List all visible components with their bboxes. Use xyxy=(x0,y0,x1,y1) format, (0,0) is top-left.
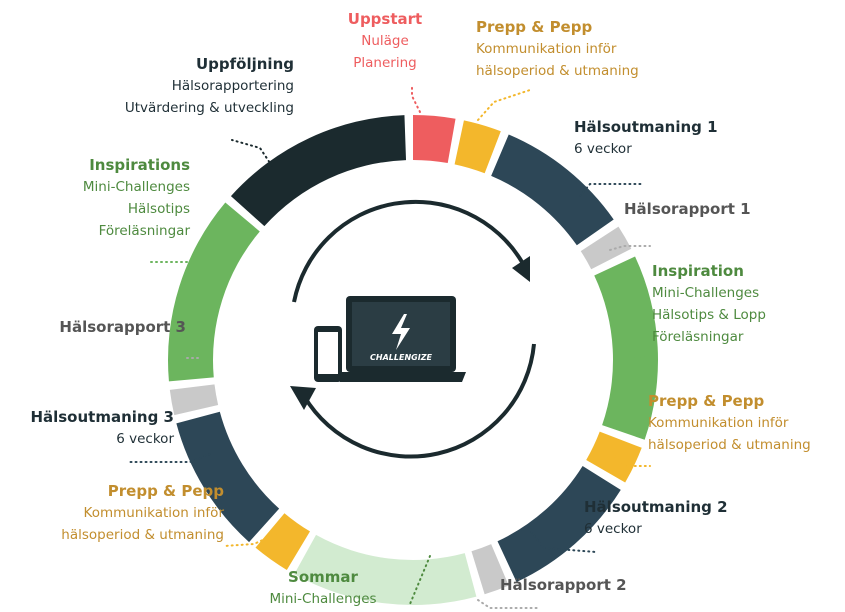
prepp1-line: hälsoperiod & utmaning xyxy=(476,63,639,79)
connector-uppfoljning xyxy=(231,139,273,167)
label-uppfoljning: Uppföljning Hälsorapportering Utvärderin… xyxy=(84,53,294,119)
segment-halsorapport1 xyxy=(580,226,632,270)
halsoutmaning3-line: 6 veckor xyxy=(116,431,174,447)
inspiration-line: Föreläsningar xyxy=(652,329,744,345)
label-halsorapport-2: Hälsorapport 2 xyxy=(500,574,627,596)
connector-lines xyxy=(129,85,651,609)
uppstart-line: Planering xyxy=(353,55,417,71)
lightning-icon xyxy=(392,314,410,350)
uppstart-title: Uppstart xyxy=(347,10,423,28)
segment-prepp3 xyxy=(255,513,310,571)
inspiration-title: Inspiration xyxy=(652,262,744,280)
connector-inspiration xyxy=(626,351,651,359)
segment-halsorapport2 xyxy=(471,544,509,595)
prepp1-line: Kommunikation inför xyxy=(476,41,617,57)
arrow-bottom-icon xyxy=(302,343,536,459)
prepp3-title: Prepp & Pepp xyxy=(107,482,224,500)
halsorapport2-title: Hälsorapport 2 xyxy=(500,576,627,594)
inspiration-line: Mini-Challenges xyxy=(652,285,760,301)
label-halsoutmaning-1: Hälsoutmaning 1 6 veckor xyxy=(574,116,718,160)
halsoutmaning2-title: Hälsoutmaning 2 xyxy=(584,498,728,516)
segment-halsoutmaning1 xyxy=(491,134,614,246)
connector-uppstart xyxy=(411,85,421,113)
devices-icon: CHALLENGIZE xyxy=(314,296,466,382)
prepp1-title: Prepp & Pepp xyxy=(476,18,593,36)
segment-inspirations xyxy=(168,202,260,382)
prepp2-title: Prepp & Pepp xyxy=(648,392,765,410)
label-sommar: Sommar Mini-Challenges xyxy=(248,566,398,610)
label-halsoutmaning-3: Hälsoutmaning 3 6 veckor xyxy=(4,406,174,450)
arrow-bottom-head-icon xyxy=(290,386,316,410)
arrow-top-head-icon xyxy=(512,256,530,282)
label-uppstart: Uppstart Nuläge Planering xyxy=(330,8,440,74)
connector-halsorapport1 xyxy=(609,245,651,251)
label-prepp-1: Prepp & Pepp Kommunikation inför hälsope… xyxy=(476,16,639,82)
prepp2-line: Kommunikation inför xyxy=(648,415,789,431)
label-prepp-2: Prepp & Pepp Kommunikation inför hälsope… xyxy=(648,390,811,456)
connector-prepp1 xyxy=(477,89,531,121)
segment-uppstart xyxy=(413,115,456,164)
laptop-base xyxy=(336,372,466,382)
connector-sommar xyxy=(409,555,431,605)
uppfoljning-line: Hälsorapportering xyxy=(171,78,294,94)
halsoutmaning2-line: 6 veckor xyxy=(584,521,642,537)
inspirations-line: Mini-Challenges xyxy=(82,179,190,195)
connector-prepp3 xyxy=(223,531,281,547)
label-inspiration: Inspiration Mini-Challenges Hälsotips & … xyxy=(652,260,766,348)
segment-uppfoljning xyxy=(230,115,407,227)
halsorapport1-title: Hälsorapport 1 xyxy=(624,200,751,218)
connector-halsorapport2 xyxy=(477,599,541,609)
inspirations-title: Inspirations xyxy=(89,156,190,174)
prepp3-line: Kommunikation inför xyxy=(83,505,224,521)
halsoutmaning1-title: Hälsoutmaning 1 xyxy=(574,118,718,136)
sommar-title: Sommar xyxy=(288,568,358,586)
connector-halsoutmaning1 xyxy=(579,183,645,197)
inspirations-line: Föreläsningar xyxy=(98,223,190,239)
label-halsoutmaning-2: Hälsoutmaning 2 6 veckor xyxy=(584,496,728,540)
segment-halsoutmaning3 xyxy=(176,411,280,543)
sommar-line: Mini-Challenges xyxy=(269,591,377,607)
halsorapport3-title: Hälsorapport 3 xyxy=(59,318,186,336)
connector-halsoutmaning2 xyxy=(527,527,597,553)
logo-text: CHALLENGIZE xyxy=(370,353,432,362)
cycle-ring xyxy=(168,115,658,605)
uppfoljning-line: Utvärdering & utveckling xyxy=(124,100,294,116)
connector-prepp2 xyxy=(611,451,651,467)
cycle-arrows xyxy=(290,199,536,459)
segment-halsoutmaning2 xyxy=(497,465,621,583)
halsoutmaning3-title: Hälsoutmaning 3 xyxy=(30,408,174,426)
inspiration-line: Hälsotips & Lopp xyxy=(652,307,766,323)
segment-halsorapport3 xyxy=(169,384,219,416)
halsoutmaning1-line: 6 veckor xyxy=(574,141,632,157)
segment-inspiration xyxy=(594,256,658,440)
uppstart-line: Nuläge xyxy=(361,33,409,49)
label-prepp-3: Prepp & Pepp Kommunikation inför hälsope… xyxy=(14,480,224,546)
prepp2-line: hälsoperiod & utmaning xyxy=(648,437,811,453)
label-halsorapport-1: Hälsorapport 1 xyxy=(624,198,751,220)
arrow-top-icon xyxy=(292,199,524,303)
uppfoljning-title: Uppföljning xyxy=(195,55,294,73)
label-halsorapport-3: Hälsorapport 3 xyxy=(14,316,186,338)
prepp3-line: hälsoperiod & utmaning xyxy=(61,527,224,543)
label-inspirations: Inspirations Mini-Challenges Hälsotips F… xyxy=(30,154,190,242)
inspirations-line: Hälsotips xyxy=(127,201,190,217)
segment-prepp1 xyxy=(454,120,501,174)
segment-prepp2 xyxy=(586,431,642,483)
connector-halsoutmaning3 xyxy=(129,453,211,463)
segment-sommar xyxy=(294,534,477,605)
